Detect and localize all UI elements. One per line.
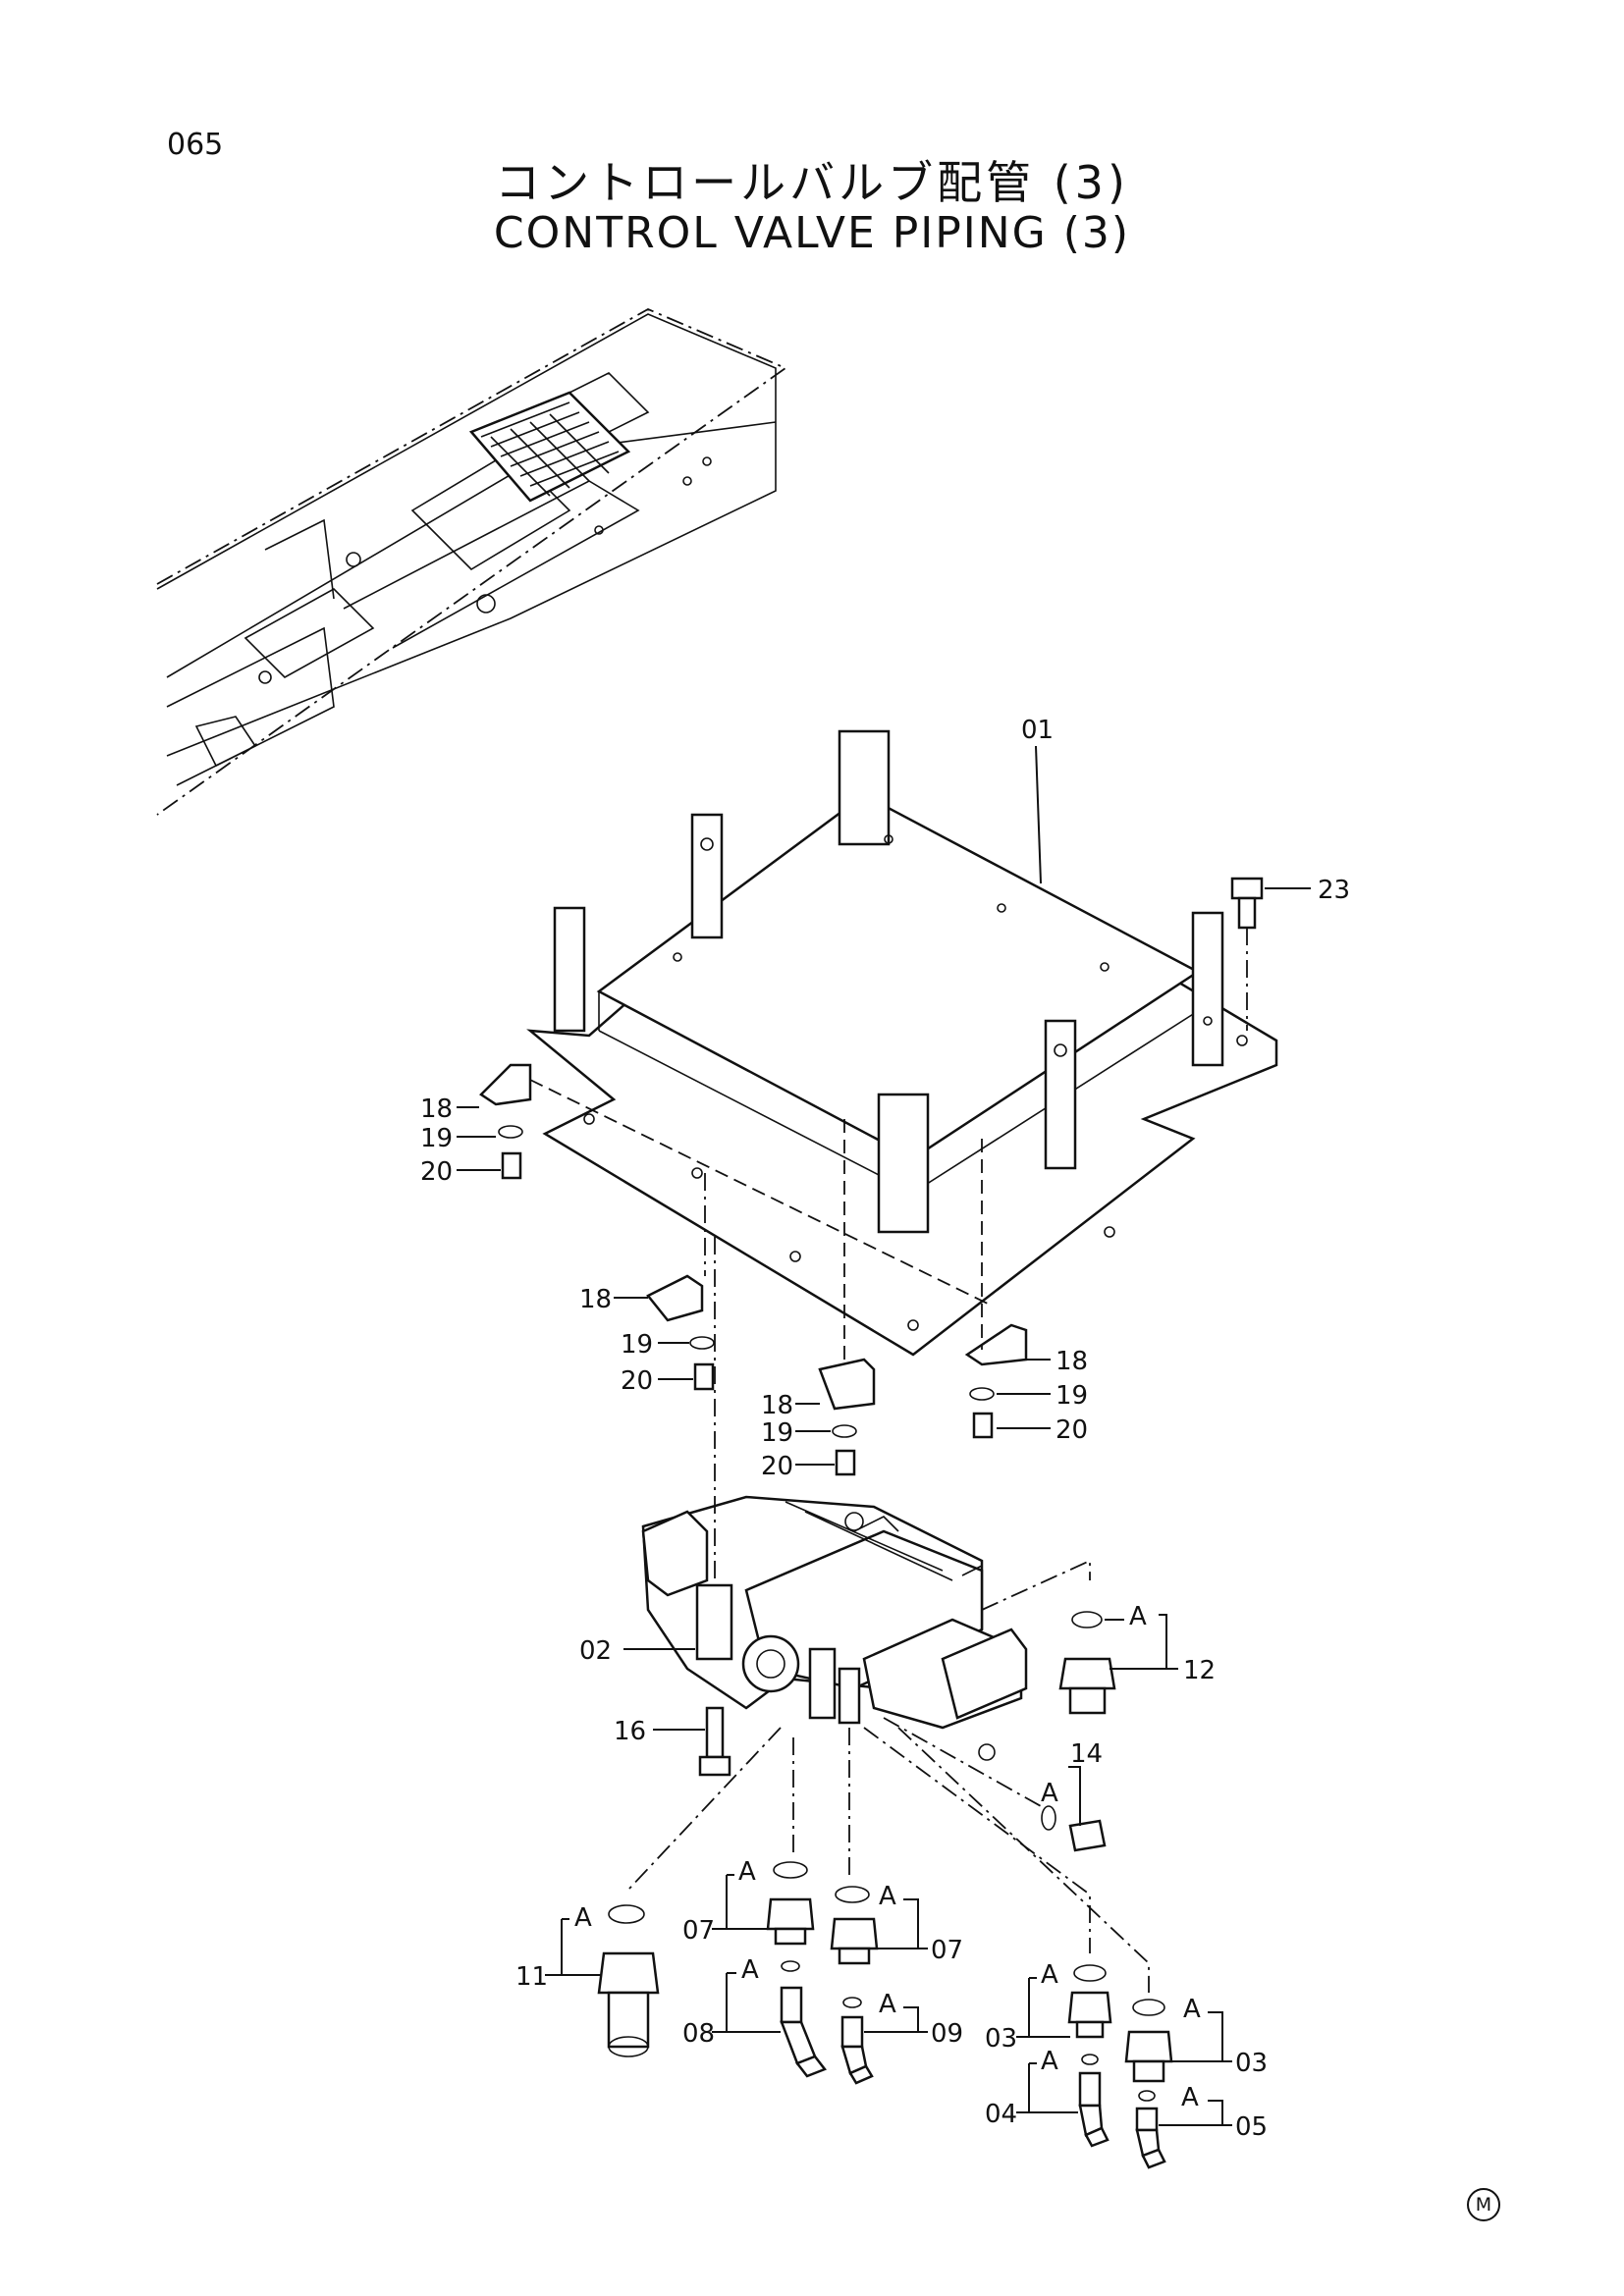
elbow-08 (780, 1960, 828, 2078)
page-number: 065 (167, 128, 224, 162)
callout-20c: 20 (761, 1452, 793, 1481)
callout-03a: 03 (985, 2024, 1017, 2054)
fitting-14 (883, 1717, 1107, 1852)
callout-03b: 03 (1235, 2049, 1268, 2078)
leader-12 (1105, 1614, 1178, 1670)
callout-01: 01 (1021, 716, 1054, 745)
leader-03a (1016, 1977, 1070, 2038)
callout-09: 09 (931, 2019, 963, 2049)
callout-16: 16 (614, 1717, 646, 1746)
bolt-23 (1230, 877, 1264, 1031)
bracket-group-c (818, 1119, 876, 1476)
callout-03b-oring: A (1183, 1995, 1201, 2024)
callout-19b: 19 (621, 1330, 653, 1360)
callout-07a-oring: A (738, 1857, 756, 1887)
frame-location-inset (156, 307, 787, 816)
leader-14 (1068, 1766, 1081, 1826)
callout-03a-oring: A (1041, 1960, 1058, 1990)
bracket-group-left (479, 1063, 993, 1307)
fitting-11 (597, 1727, 782, 2057)
callout-07b-oring: A (879, 1882, 896, 1911)
elbow-05 (1135, 2090, 1166, 2169)
callout-08-oring: A (741, 1955, 759, 1985)
callout-04-oring: A (1041, 2047, 1058, 2076)
fitting-03-right (897, 1727, 1173, 2083)
leader-04 (1016, 2062, 1078, 2113)
bolt-16 (698, 1706, 731, 1777)
fitting-07-right (830, 1728, 879, 1965)
callout-18d: 18 (1056, 1347, 1088, 1376)
callout-07b: 07 (931, 1936, 963, 1965)
callout-02: 02 (579, 1636, 612, 1666)
callout-11: 11 (515, 1962, 548, 1992)
bracket-group-b (646, 1173, 715, 1391)
elbow-09 (840, 1997, 874, 2085)
callout-08: 08 (682, 2019, 715, 2049)
valve-location-highlight (468, 391, 631, 503)
callout-18a: 18 (420, 1095, 453, 1124)
leader-05 (1159, 2100, 1232, 2126)
leader-11 (545, 1918, 601, 1976)
callout-14: 14 (1070, 1739, 1103, 1769)
leader-09 (864, 2006, 928, 2033)
callout-20d: 20 (1056, 1415, 1088, 1445)
callout-19c: 19 (761, 1418, 793, 1448)
manufacturer-mark: M (1467, 2188, 1500, 2221)
control-valve-02 (641, 1237, 1028, 1761)
callout-20a: 20 (420, 1157, 453, 1187)
callout-18c: 18 (761, 1391, 793, 1420)
leader-08 (712, 1972, 781, 2033)
mounting-plate-01 (526, 729, 1278, 1357)
leader-03b (1171, 2011, 1232, 2062)
callout-12: 12 (1183, 1656, 1216, 1685)
callout-12-oring: A (1129, 1602, 1147, 1631)
callout-05-oring: A (1181, 2083, 1199, 2112)
leader-01 (1035, 745, 1042, 884)
title-japanese: コントロールバルブ配管 (3) (495, 156, 1129, 209)
fitting-03-left (863, 1727, 1112, 2039)
elbow-04 (1078, 2054, 1110, 2148)
callout-11-oring: A (574, 1903, 592, 1933)
title-english: CONTROL VALVE PIPING (3) (493, 208, 1131, 258)
leader-07a (712, 1874, 768, 1930)
fitting-07-left (766, 1737, 815, 1946)
callout-04: 04 (985, 2100, 1017, 2129)
callout-18b: 18 (579, 1285, 612, 1314)
fitting-12 (981, 1559, 1116, 1715)
callout-14-oring: A (1041, 1779, 1058, 1808)
callout-19d: 19 (1056, 1381, 1088, 1411)
callout-05: 05 (1235, 2112, 1268, 2142)
callout-07a: 07 (682, 1916, 715, 1946)
callout-19a: 19 (420, 1124, 453, 1153)
callout-09-oring: A (879, 1990, 896, 2019)
callout-23: 23 (1318, 876, 1350, 905)
bracket-group-d (964, 1139, 1028, 1439)
leader-07b (877, 1898, 928, 1949)
callout-20b: 20 (621, 1366, 653, 1396)
